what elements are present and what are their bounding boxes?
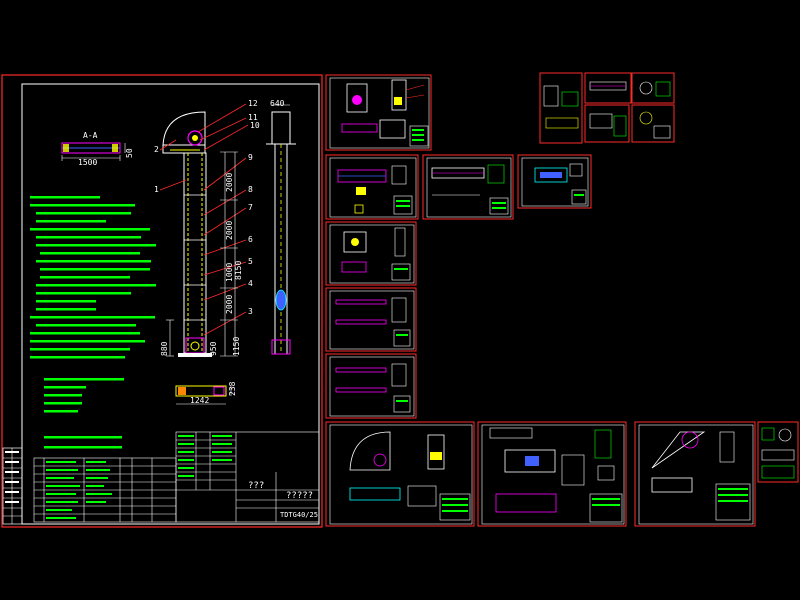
sheet-small-b	[584, 72, 632, 104]
sheet-head-assembly	[325, 74, 432, 151]
sheet-8	[325, 421, 475, 527]
section-aa-detail	[61, 142, 126, 161]
elevator-head	[162, 111, 206, 154]
elevation-dimensions	[166, 151, 238, 357]
sheet-3	[422, 154, 514, 220]
callout-9: 9	[248, 153, 253, 162]
title-block-name: ???	[248, 481, 265, 491]
technical-notes	[30, 196, 156, 449]
title-block-code: TDTG40/25	[280, 511, 318, 519]
bottom-plan-detail	[175, 385, 232, 405]
dim-width-top: 1500	[78, 158, 98, 167]
sheet-small-c	[584, 104, 630, 143]
callout-3: 3	[248, 307, 253, 316]
callout-6: 6	[248, 235, 253, 244]
dim-1000: 1000	[225, 262, 234, 282]
main-sheet	[1, 74, 323, 528]
sheet-11-small	[757, 421, 799, 483]
callout-7: 7	[248, 203, 253, 212]
sheet-5	[325, 221, 417, 286]
sheet-small-d	[631, 72, 675, 104]
dim-1150: 1150	[232, 336, 241, 356]
dim-2000-a: 2000	[225, 172, 234, 192]
dim-overall: 8150	[234, 260, 243, 280]
dim-950: 950	[209, 341, 218, 356]
parts-list-text	[46, 435, 232, 519]
callout-1: 1	[154, 185, 159, 194]
callout-12: 12	[248, 99, 258, 108]
elevator-casing	[178, 152, 212, 357]
callout-10: 10	[250, 121, 260, 130]
callout-8: 8	[248, 185, 253, 194]
sheet-2	[325, 154, 419, 220]
dim-2000-b: 2000	[225, 220, 234, 240]
dim-small-top: 50	[125, 148, 134, 158]
dim-bottom-small: 238	[228, 381, 237, 396]
sheet-10	[634, 421, 756, 527]
callout-4: 4	[248, 279, 253, 288]
left-margin-table	[2, 447, 23, 525]
sheet-7	[325, 353, 417, 419]
parts-list	[33, 431, 320, 523]
dim-top-640: 640	[270, 99, 285, 108]
title-block-number: ?????	[286, 491, 314, 501]
dim-880: 880	[160, 341, 169, 356]
callout-5: 5	[248, 257, 253, 266]
callout-2: 2	[154, 145, 159, 154]
sheet-6	[325, 287, 417, 352]
sheet-small-e	[631, 104, 675, 143]
dim-bottom-1242: 1242	[190, 396, 210, 405]
sheet-9	[477, 421, 627, 527]
sheet-4	[517, 154, 592, 209]
dim-2000-c: 2000	[225, 294, 234, 314]
side-view	[266, 104, 296, 355]
sheet-small-a	[539, 72, 583, 144]
section-label: A-A	[83, 131, 98, 140]
callout-11: 11	[248, 113, 258, 122]
